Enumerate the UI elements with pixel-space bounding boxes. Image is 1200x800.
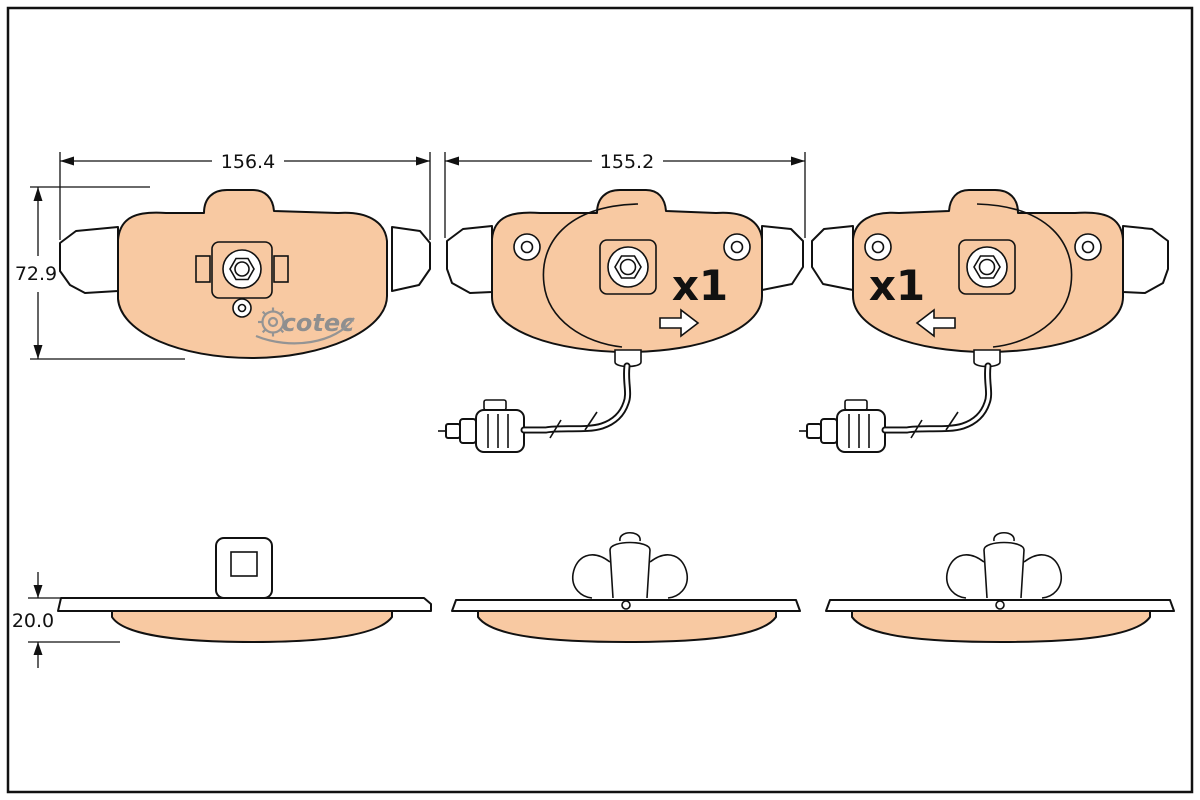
dimension-label-thickness: 20.0: [12, 610, 54, 632]
logo-swoosh: [255, 317, 355, 345]
wear-sensor-middle: [438, 362, 632, 453]
dimension-side-thickness: 20.0: [12, 572, 120, 668]
retainer-clip-window: [230, 551, 258, 577]
center-spring-bracket: [211, 241, 273, 299]
cotec-logo: cotec: [255, 307, 355, 345]
connector-collar: [459, 418, 477, 444]
center-bore: [234, 261, 250, 277]
brake-pad-side-left: [57, 537, 432, 643]
gear-icon-hub: [267, 316, 279, 328]
arrowhead-right: [416, 156, 430, 166]
dimension-left-height: 72.9: [15, 186, 185, 360]
center-bore: [619, 258, 637, 276]
spring-clip-loop: [609, 541, 651, 599]
dimension-label-left-height: 72.9: [15, 263, 57, 285]
brake-pad-front-left: [59, 189, 431, 359]
gear-icon-teeth: [258, 307, 288, 337]
bracket-tab-right: [273, 255, 289, 283]
bracket-tab-left: [195, 255, 211, 283]
dimension-left-width: 156.4: [59, 151, 431, 240]
backing-plate-ear-left: [59, 226, 119, 294]
spring-clip-arm-left: [571, 554, 611, 599]
cable-tie-mark: [584, 411, 598, 431]
brand-wordmark: cotec: [282, 309, 355, 337]
sensor-wire-groove: [542, 203, 639, 348]
backing-plate-edge: [57, 597, 432, 612]
plate-hole: [621, 600, 631, 610]
rivet-hole-icon: [513, 233, 541, 261]
backing-plate-ear-left: [446, 225, 493, 294]
backing-plate-ear-right: [391, 226, 431, 292]
spring-clip-top: [619, 531, 641, 542]
dimension-label-left-width: 156.4: [221, 151, 275, 173]
rivet-hole-icon: [723, 233, 751, 261]
connector-body: [475, 409, 525, 453]
friction-pad-edge: [477, 610, 777, 643]
arrowhead-top: [33, 187, 43, 201]
quantity-label-right: x1: [869, 261, 925, 310]
top-row-front-views: 156.4 155.2 72.9: [15, 151, 1168, 452]
drawing-border-frame: [6, 6, 1194, 794]
friction-pad-edge: [111, 610, 393, 643]
arrowhead-right: [791, 156, 805, 166]
arrowhead-bottom: [33, 345, 43, 359]
sensor-wire-inner: [522, 364, 630, 432]
arrowhead-bottom: [33, 642, 43, 655]
lower-pin-hole-center: [237, 303, 247, 313]
connector-tip: [445, 423, 461, 439]
arrowhead-top: [33, 585, 43, 598]
arrowhead-left: [445, 156, 459, 166]
cable-tie-mark: [549, 419, 562, 439]
dimension-label-middle-width: 155.2: [600, 151, 654, 173]
quantity-label-middle: x1: [672, 261, 728, 310]
dimension-middle-width: 155.2: [444, 151, 806, 238]
connector-latch: [483, 399, 507, 411]
direction-arrow: [659, 308, 700, 338]
brake-pad-front-middle: [446, 189, 804, 368]
spring-clip-arm-right: [649, 554, 689, 599]
center-spring-bracket: [599, 239, 657, 295]
bottom-row-side-views: 20.0: [12, 531, 1175, 668]
brake-pad-side-middle: [451, 531, 801, 643]
arrowhead-left: [60, 156, 74, 166]
